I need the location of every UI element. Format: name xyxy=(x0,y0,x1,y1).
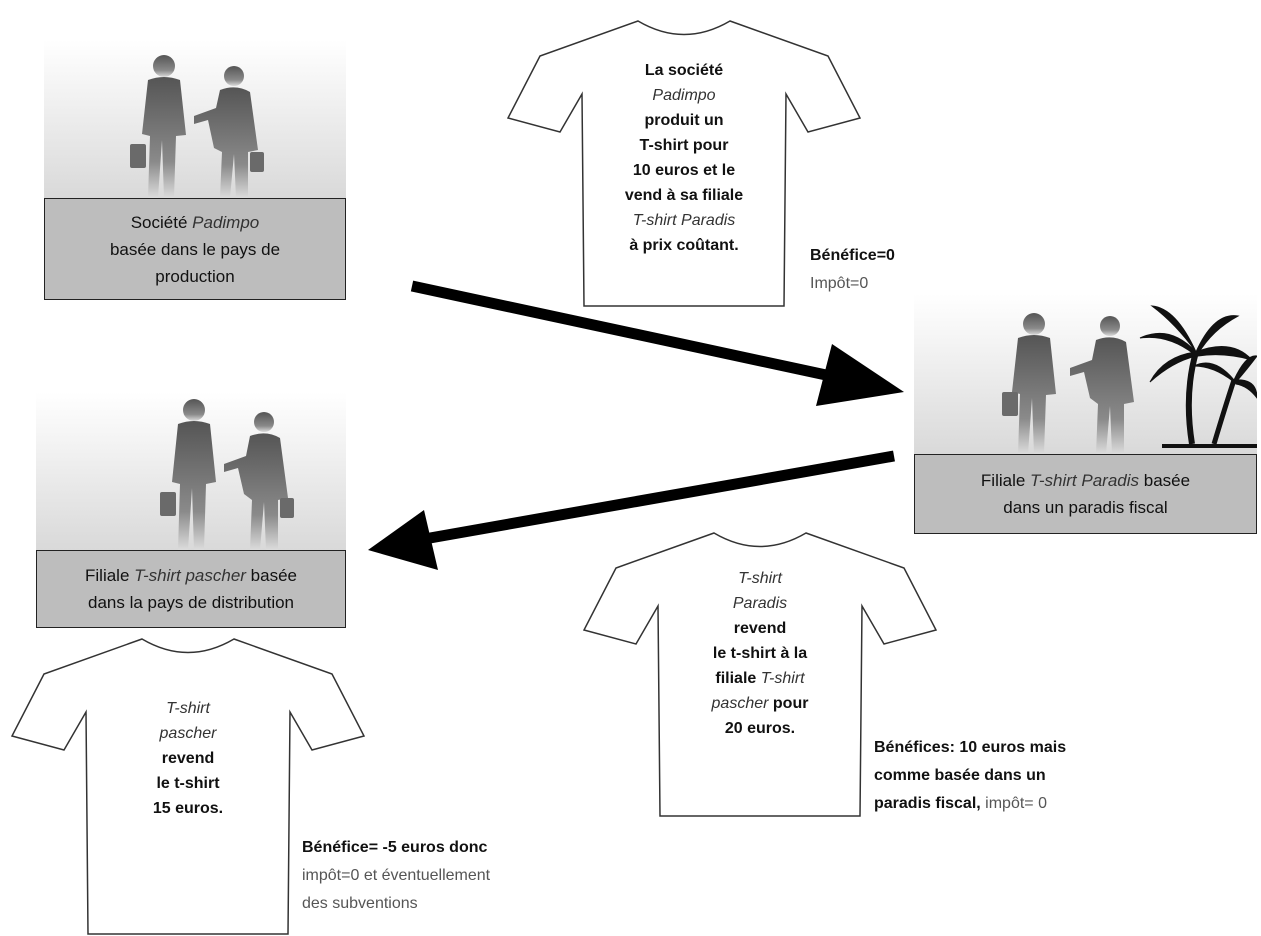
tshirt-middle: T-shirt Paradis revend le t-shirt à la f… xyxy=(582,530,938,820)
arrow-paradis-to-pascher xyxy=(368,450,895,570)
paradis-box: Filiale T-shirt Paradis basée dans un pa… xyxy=(914,454,1257,534)
padimpo-photo xyxy=(44,40,346,198)
tshirt-top: La société Padimpo produit un T-shirt po… xyxy=(506,18,862,310)
tshirt-bottom: T-shirt pascher revend le t-shirt 15 eur… xyxy=(10,636,366,935)
paradis-photo xyxy=(914,294,1257,454)
businessmen-silhouette-icon xyxy=(160,399,294,550)
note-profit-paradis: Bénéfices: 10 euros mais comme basée dan… xyxy=(874,739,1067,812)
businessmen-palm-silhouette-icon xyxy=(1002,305,1257,454)
businessmen-silhouette-icon xyxy=(130,55,264,198)
note-profit-padimpo: Bénéfice=0 Impôt=0 xyxy=(810,247,895,292)
pascher-box: Filiale T-shirt pascher basée dans la pa… xyxy=(36,550,346,628)
tshirt-icon xyxy=(582,532,938,817)
pascher-photo xyxy=(36,392,346,550)
arrow-padimpo-to-paradis xyxy=(410,280,904,406)
padimpo-box: Société Padimpo basée dans le pays de pr… xyxy=(44,198,346,300)
tshirt-icon xyxy=(10,638,366,935)
tshirt-icon xyxy=(506,20,862,307)
note-profit-pascher: Bénéfice= -5 euros donc impôt=0 et évent… xyxy=(302,839,491,912)
palm-tree-icon xyxy=(1139,305,1257,448)
